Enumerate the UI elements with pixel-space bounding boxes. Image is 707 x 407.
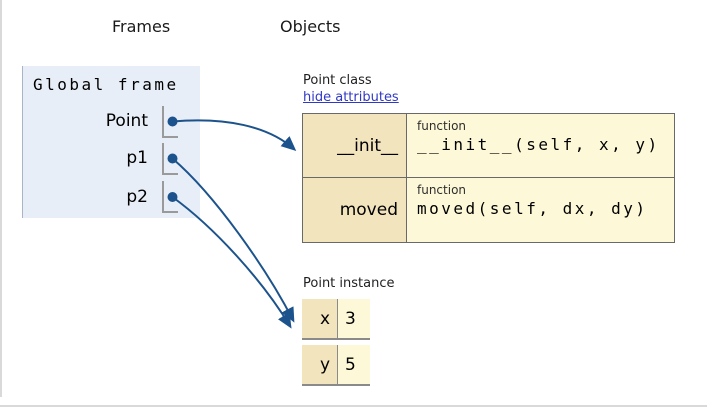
point-class-label: Point class	[303, 73, 372, 88]
value-slot-bracket	[162, 136, 178, 138]
function-signature: moved(self, dx, dy)	[417, 199, 648, 218]
variable-name-point: Point	[105, 111, 148, 131]
value-slot-bracket	[162, 181, 164, 212]
attribute-value-init: function __init__(self, x, y)	[407, 114, 674, 178]
value-slot-bracket	[162, 106, 164, 138]
function-type-label: function	[417, 119, 467, 133]
instance-attribute-name-y: y	[302, 345, 337, 386]
instance-attribute-value-x: 3	[337, 299, 370, 340]
instance-attribute-row: y 5	[302, 345, 370, 386]
attribute-value-moved: function moved(self, dx, dy)	[407, 178, 674, 242]
global-frame-title: Global frame	[33, 75, 179, 94]
attribute-name-init: __init__	[303, 114, 407, 178]
function-type-label: function	[417, 183, 467, 197]
value-slot-bracket	[162, 143, 164, 175]
value-slot-bracket	[162, 173, 178, 175]
instance-attribute-name-x: x	[302, 299, 337, 340]
variable-name-p1: p1	[126, 148, 148, 168]
attribute-name-moved: moved	[303, 178, 407, 242]
function-signature: __init__(self, x, y)	[417, 135, 660, 154]
instance-attribute-row: x 3	[302, 299, 370, 340]
page-left-border	[0, 0, 2, 397]
hide-attributes-link[interactable]: hide attributes	[303, 90, 399, 105]
point-instance-label: Point instance	[303, 276, 395, 291]
objects-heading: Objects	[280, 17, 341, 36]
instance-attribute-value-y: 5	[337, 345, 370, 386]
frames-heading: Frames	[112, 17, 171, 36]
value-slot-bracket	[162, 211, 178, 213]
point-class-table: __init__ function __init__(self, x, y) m…	[302, 113, 675, 243]
variable-name-p2: p2	[126, 187, 148, 207]
page-bottom-border	[0, 405, 707, 407]
